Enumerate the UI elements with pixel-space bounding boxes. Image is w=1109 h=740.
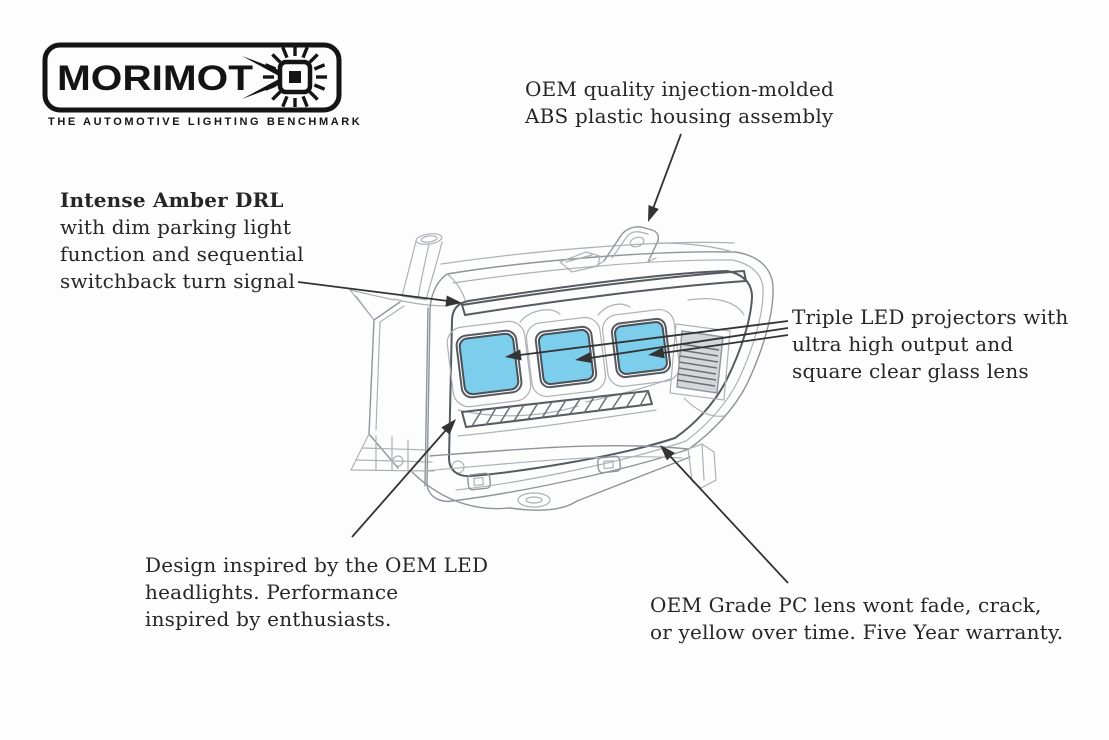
drl-strip <box>461 270 747 316</box>
callout-design: Design inspired by the OEM LED headlight… <box>145 552 488 633</box>
callout-lens: OEM Grade PC lens wont fade, crack, or y… <box>650 592 1063 646</box>
projector-3 <box>601 308 681 388</box>
bottom-details <box>411 443 717 511</box>
callout-drl-title: Intense Amber DRL <box>60 188 284 212</box>
callout-drl: Intense Amber DRL with dim parking light… <box>60 187 304 295</box>
callout-housing: OEM quality injection-molded ABS plastic… <box>525 76 834 130</box>
callout-housing-line2: ABS plastic housing assembly <box>525 104 834 128</box>
projector-1 <box>446 320 532 408</box>
arrow-housing <box>648 133 682 222</box>
projector-burst-icon <box>242 46 327 108</box>
callout-housing-line1: OEM quality injection-molded <box>525 77 834 101</box>
arrow-design <box>351 419 456 538</box>
callout-lens-line1: OEM Grade PC lens wont fade, crack, <box>650 593 1042 617</box>
projectors <box>446 303 681 417</box>
logo-wordmark: MORIMOT <box>57 59 253 98</box>
projector-2 <box>525 316 607 398</box>
callout-projectors-line2: ultra high output and <box>792 332 1014 356</box>
callout-design-line2: headlights. Performance <box>145 580 399 604</box>
projector-lens-1 <box>458 332 520 396</box>
callout-projectors: Triple LED projectors with ultra high ou… <box>792 304 1069 385</box>
callout-design-line1: Design inspired by the OEM LED <box>145 553 489 577</box>
callout-lens-line2: or yellow over time. Five Year warranty. <box>650 620 1064 644</box>
morimoto-logo: MORIMOT <box>42 42 342 113</box>
callout-projectors-line3: square clear glass lens <box>792 359 1029 383</box>
logo-border <box>42 42 342 113</box>
mount-stalk <box>393 233 449 307</box>
callout-projectors-line1: Triple LED projectors with <box>792 305 1069 329</box>
arrow-projector-2 <box>575 327 789 363</box>
arrow-projector-3 <box>648 334 789 359</box>
left-bracket <box>348 289 465 487</box>
arrow-lens <box>660 445 789 584</box>
arrow-drl <box>297 281 462 307</box>
arrow-projector-1 <box>505 320 789 361</box>
callout-design-line3: inspired by enthusiasts. <box>145 607 392 631</box>
callout-drl-line2: function and sequential <box>60 242 304 266</box>
callout-drl-line1: with dim parking light <box>60 215 292 239</box>
top-mounting-tab <box>558 226 734 273</box>
callout-drl-line3: switchback turn signal <box>60 269 296 293</box>
logo-tagline: THE AUTOMOTIVE LIGHTING BENCHMARK <box>48 116 363 128</box>
lower-hatch-strip <box>457 390 657 437</box>
callout-arrows <box>297 133 789 584</box>
projector-lens-3 <box>614 321 668 375</box>
projector-lens-2 <box>537 328 595 386</box>
